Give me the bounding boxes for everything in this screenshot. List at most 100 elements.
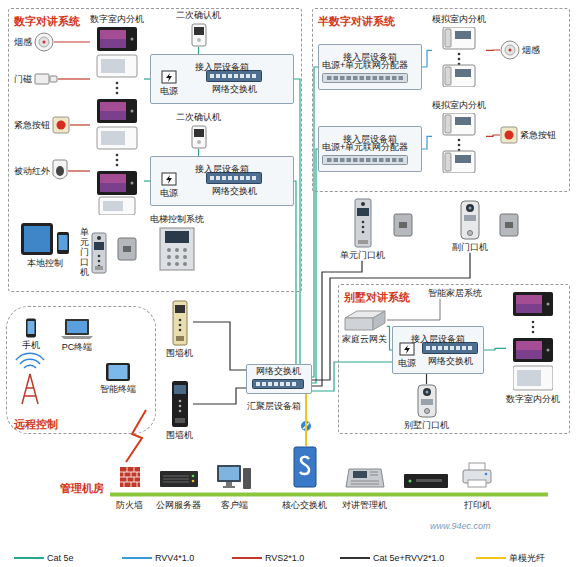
strip-icon	[322, 73, 408, 83]
console-icon	[345, 466, 385, 488]
laptop-icon	[60, 318, 94, 340]
power-icon	[161, 172, 177, 186]
legend-item: Cat 5e+RVV2*1.0	[340, 553, 444, 564]
confirm-icon	[191, 23, 207, 47]
legend-item: 单模光纤	[476, 553, 545, 564]
legend-line-sample	[476, 555, 506, 561]
strip-icon	[322, 155, 408, 165]
system-region: 远程控制手机PC终端智能终端	[6, 306, 156, 434]
dstack-icon	[94, 27, 140, 215]
pc-icon	[216, 464, 252, 490]
device-label: 紧急按钮	[14, 120, 50, 131]
region-title: 管理机房	[60, 482, 104, 494]
device-label: 烟感	[14, 37, 32, 48]
doorv-icon	[354, 198, 372, 248]
device-label: 二次确认机	[176, 112, 221, 123]
button-icon	[500, 126, 518, 144]
pir-icon	[52, 158, 68, 184]
antenna-symbol	[16, 353, 44, 404]
device-node: 门磁	[14, 72, 58, 86]
device-node: 烟感	[14, 32, 54, 52]
box-title: 接入层设备箱	[195, 62, 249, 72]
device-label: 紧急按钮	[520, 130, 556, 141]
wireless-link	[126, 410, 146, 462]
connector	[422, 50, 432, 67]
device-label: 对讲管理机	[342, 500, 387, 511]
door-lock	[394, 214, 412, 236]
contact-icon	[34, 72, 58, 86]
region-title: 远程控制	[14, 418, 58, 430]
title-wrap: 远程控制	[14, 414, 58, 432]
device-label: 电源+单元联网分配器	[322, 60, 408, 71]
connector	[198, 47, 199, 54]
device-node: 防火墙	[116, 466, 143, 511]
title-wrap: 别墅对讲系统	[344, 287, 410, 305]
device-label: 单元门口机	[80, 228, 89, 277]
device-node: 核心交换机	[282, 446, 327, 511]
switch-icon	[252, 379, 304, 389]
legend-item: RVV4*1.0	[122, 553, 194, 564]
device-node: 电源	[160, 172, 178, 199]
system-region: 别墅对讲系统智能家居系统家庭云网关接入层设备箱电源网络交换机别墅门口机数字室内分…	[338, 284, 570, 434]
equipment-box: 接入层设备箱电源网络交换机	[150, 156, 294, 206]
device-label: 烟感	[522, 45, 540, 56]
device-node: 副门口机	[452, 200, 488, 253]
connector	[426, 374, 427, 384]
legend-text: Cat 5e	[47, 553, 74, 564]
device-label: 智能终端	[100, 384, 136, 395]
legend-text: Cat 5e+RVV2*1.0	[373, 553, 444, 564]
region-title: 半数字对讲系统	[318, 15, 395, 27]
device-node: 家庭云网关	[342, 308, 387, 345]
legend-text: 单模光纤	[509, 553, 545, 564]
legend-item: Cat 5e	[14, 553, 74, 564]
management-bus	[110, 493, 548, 497]
smoke-icon	[500, 40, 520, 60]
device-label: 副门口机	[452, 242, 488, 253]
device-label: 电源	[160, 86, 178, 97]
connector	[193, 388, 246, 404]
device-node: 电源+单元联网分配器	[322, 60, 408, 83]
astack-icon	[441, 27, 477, 87]
device-node: 模拟室内分机	[432, 100, 486, 173]
device-node: 围墙机	[166, 300, 193, 359]
device-node: 对讲管理机	[342, 466, 387, 511]
system-region: 数字对讲系统烟感门磁紧急按钮被动红外数字室内分机二次确认机接入层设备箱电源网络交…	[8, 8, 302, 292]
device-label: 电源	[398, 358, 416, 369]
device-node: 单元门口机	[340, 198, 385, 261]
door-lock	[500, 214, 518, 236]
device-label: 数字室内分机	[506, 394, 560, 405]
confirm-icon	[191, 125, 207, 149]
device-node: 电梯控制系统	[150, 214, 204, 271]
wall2-icon	[171, 380, 189, 428]
device-node: 烟感	[500, 40, 540, 60]
device-label: 电梯控制系统	[150, 214, 204, 225]
device-label: 围墙机	[166, 430, 193, 441]
legend-line-sample	[340, 555, 370, 561]
device-node: 紧急按钮	[500, 126, 556, 144]
title-wrap: 半数字对讲系统	[318, 11, 395, 29]
connector	[486, 49, 500, 51]
title-wrap: 数字对讲系统	[14, 11, 80, 29]
equipment-box: 接入层设备箱电源 网络交换机	[150, 54, 294, 104]
watermark-wrap: www.94ec.com	[430, 515, 491, 533]
elevator-icon	[159, 227, 195, 271]
device-node: 数字室内分机	[506, 292, 560, 405]
connector	[70, 124, 90, 125]
box-title: 接入层设备箱	[411, 334, 465, 344]
device-node: 模拟室内分机	[432, 14, 486, 87]
device-label: 打印机	[464, 500, 491, 511]
device-label: 电源	[160, 188, 178, 199]
connector	[484, 348, 506, 350]
watermark-text: www.94ec.com	[430, 521, 491, 531]
firewall-icon	[119, 466, 141, 488]
device-node: 二次确认机	[176, 10, 221, 47]
pad-icon	[105, 362, 131, 382]
device-node: 智能家居系统	[428, 288, 482, 299]
legend-line-sample	[232, 555, 262, 561]
device-label: 网络交换机	[212, 186, 257, 197]
device-label: 网络交换机	[212, 84, 257, 95]
legend-text: RVS2*1.0	[265, 553, 304, 564]
connector	[294, 79, 300, 364]
connector	[422, 136, 432, 149]
device-node: 紧急按钮	[14, 116, 70, 134]
